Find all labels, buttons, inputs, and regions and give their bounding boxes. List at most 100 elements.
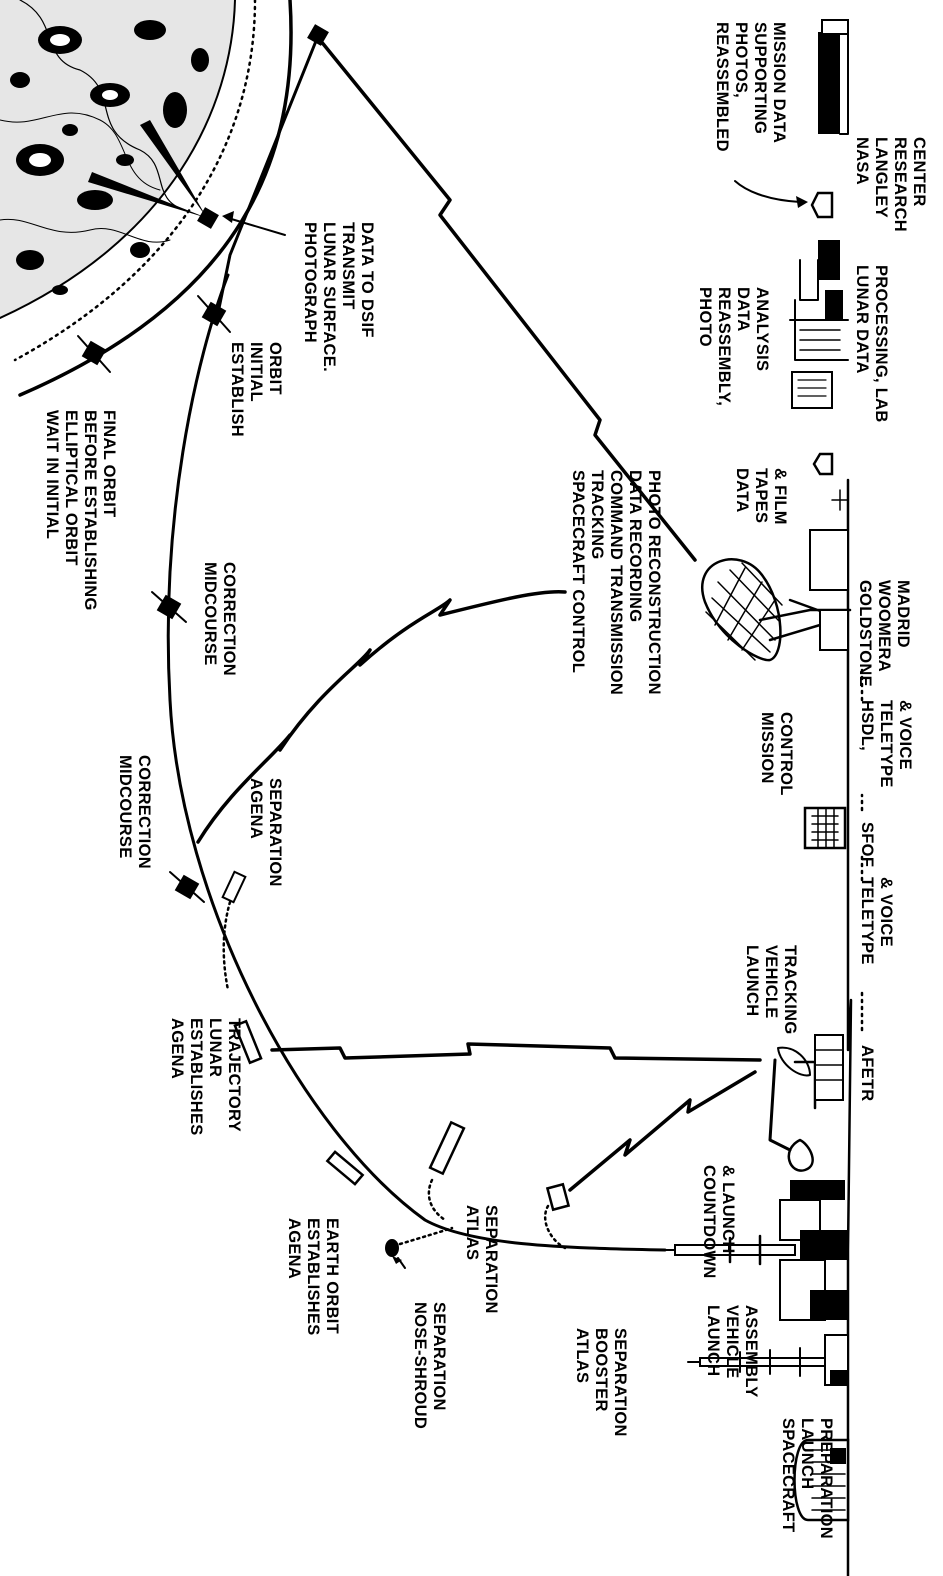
svg-text:LUNAR: LUNAR [206, 1018, 224, 1077]
lunar-trajectory [166, 273, 667, 1252]
svg-text:& FILM: & FILM [771, 468, 789, 525]
svg-text:MADRID: MADRID [894, 580, 912, 648]
svg-text:LUNAR DATA: LUNAR DATA [853, 265, 871, 374]
agena-earth-orbit-stage [325, 1150, 365, 1186]
svg-text:DATA: DATA [734, 287, 752, 332]
label-teletype-voice: TELETYPE & VOICE [858, 877, 895, 965]
svg-text:TRANSMIT: TRANSMIT [339, 222, 357, 310]
label-photo-reassembly: PHOTO REASSEMBLY, DATA ANALYSIS [696, 287, 771, 406]
svg-text:COMMAND TRANSMISSION: COMMAND TRANSMISSION [607, 470, 625, 695]
label-spacecraft-control: SPACECRAFT CONTROL TRACKING COMMAND TRAN… [569, 470, 663, 695]
radio-links [196, 38, 792, 1192]
svg-text:CENTER: CENTER [910, 137, 928, 207]
svg-text:INITIAL: INITIAL [247, 342, 265, 402]
svg-text:RESEARCH: RESEARCH [891, 137, 909, 232]
svg-text:& VOICE: & VOICE [877, 877, 895, 947]
svg-text:SEPARATION: SEPARATION [266, 778, 284, 887]
agena-lunar-stage [233, 1019, 263, 1065]
arrow-photograph [227, 217, 286, 236]
svg-text:PREPARATION: PREPARATION [817, 1418, 835, 1539]
spacecraft-lunar-orbit [197, 207, 219, 229]
svg-text:WOOMERA: WOOMERA [875, 580, 893, 672]
label-data-tapes: DATA TAPES & FILM [733, 468, 789, 525]
svg-text:SUPPORTING: SUPPORTING [751, 22, 769, 134]
svg-text:SEPARATION: SEPARATION [430, 1302, 448, 1411]
svg-text:VEHICLE: VEHICLE [723, 1305, 741, 1379]
svg-text:AFETR: AFETR [858, 1045, 876, 1102]
label-agena-earth: AGENA ESTABLISHES EARTH ORBIT [285, 1218, 341, 1336]
svg-text:LAUNCH: LAUNCH [704, 1305, 722, 1376]
svg-text:COUNTDOWN: COUNTDOWN [700, 1165, 718, 1279]
svg-text:MIDCOURSE: MIDCOURSE [201, 562, 219, 666]
svg-text:PHOTOS,: PHOTOS, [732, 22, 750, 98]
svg-text:CORRECTION: CORRECTION [220, 562, 238, 676]
svg-text:ATLAS: ATLAS [463, 1205, 481, 1260]
label-reassembled: REASSEMBLED PHOTOS, SUPPORTING MISSION D… [713, 22, 788, 152]
final-orbit-dotted [13, 0, 257, 362]
svg-text:ANALYSIS: ANALYSIS [753, 287, 771, 371]
label-atlas-booster: ATLAS BOOSTER SEPARATION [573, 1328, 629, 1437]
label-agena-lunar: AGENA ESTABLISHES LUNAR TRAJECTORY [168, 1018, 243, 1136]
svg-text:SPACECRAFT: SPACECRAFT [779, 1418, 797, 1533]
svg-text:HSDL,: HSDL, [858, 700, 876, 751]
svg-text:MISSION DATA: MISSION DATA [770, 22, 788, 143]
langley-building [818, 19, 849, 135]
agena-spent-stage [221, 870, 247, 992]
svg-text:SPACECRAFT CONTROL: SPACECRAFT CONTROL [569, 470, 587, 673]
spacecraft-midcourse-2 [151, 591, 187, 623]
svg-text:TELETYPE: TELETYPE [858, 877, 876, 965]
svg-text:CONTROL: CONTROL [777, 712, 795, 796]
label-midcourse-1: MIDCOURSE CORRECTION [116, 755, 153, 869]
svg-text:& LAUNCH: & LAUNCH [719, 1165, 737, 1254]
svg-text:DATA TO DSIF: DATA TO DSIF [358, 222, 376, 338]
atlas-spent-stage [427, 1120, 466, 1222]
svg-text:LAUNCH: LAUNCH [798, 1418, 816, 1489]
spacecraft-midcourse-1 [169, 871, 205, 903]
wait-orbit-line-3: BEFORE ESTABLISHING [81, 410, 99, 611]
svg-text:ORBIT: ORBIT [266, 342, 284, 395]
wait-orbit-line-4: FINAL ORBIT [100, 410, 118, 518]
label-stations: GOLDSTONE WOOMERA MADRID [856, 580, 912, 687]
launch-pad [779, 1138, 848, 1321]
label-mission-control: MISSION CONTROL [758, 712, 795, 796]
label-lunar-lab: LUNAR DATA PROCESSING, LAB [853, 265, 890, 423]
label-spacecraft-prep: SPACECRAFT LAUNCH PREPARATION [779, 1418, 835, 1539]
label-sfof: SFOF [858, 822, 876, 867]
spacecraft-initial-orbit [197, 295, 231, 333]
assembly-rocket [687, 1334, 849, 1386]
svg-text:ESTABLISH: ESTABLISH [228, 342, 246, 437]
svg-text:TAPES: TAPES [752, 468, 770, 523]
svg-text:DATA: DATA [733, 468, 751, 513]
label-wait-orbit: WAIT IN INITIAL ELLIPTICAL ORBIT BEFORE … [43, 410, 118, 611]
svg-text:CORRECTION: CORRECTION [135, 755, 153, 869]
wait-orbit-line-1: WAIT IN INITIAL [43, 410, 61, 539]
svg-text:DATA RECORDING: DATA RECORDING [626, 470, 644, 622]
label-afetr: AFETR [858, 1045, 876, 1102]
moon [0, 0, 236, 319]
sfof-building [803, 806, 847, 850]
svg-text:SEPARATION: SEPARATION [482, 1205, 500, 1314]
svg-text:TELETYPE: TELETYPE [877, 700, 895, 788]
svg-text:LUNAR SURFACE.: LUNAR SURFACE. [320, 222, 338, 372]
svg-text:TRAJECTORY: TRAJECTORY [225, 1018, 243, 1132]
wait-orbit-line-2: ELLIPTICAL ORBIT [62, 410, 80, 566]
svg-text:BOOSTER: BOOSTER [592, 1328, 610, 1412]
svg-text:AGENA: AGENA [168, 1018, 186, 1079]
svg-text:MIDCOURSE: MIDCOURSE [116, 755, 134, 859]
spacecraft-data-relay [307, 24, 329, 46]
svg-text:EARTH ORBIT: EARTH ORBIT [323, 1218, 341, 1334]
svg-text:GOLDSTONE: GOLDSTONE [856, 580, 874, 687]
lunar-data-lab [789, 240, 849, 409]
label-nose-shroud: NOSE-SHROUD SEPARATION [411, 1302, 448, 1429]
dsif-antenna [701, 489, 852, 662]
svg-text:PHOTOGRAPH: PHOTOGRAPH [301, 222, 319, 343]
svg-text:ESTABLISHES: ESTABLISHES [187, 1018, 205, 1136]
svg-text:AGENA: AGENA [247, 778, 265, 839]
svg-text:TRACKING: TRACKING [588, 470, 606, 559]
svg-text:LANGLEY: LANGLEY [872, 137, 890, 218]
spacecraft-wait-orbit [77, 335, 111, 373]
svg-text:ASSEMBLY: ASSEMBLY [742, 1305, 760, 1398]
spacecraft-prep-building [793, 1438, 850, 1522]
svg-text:REASSEMBLED: REASSEMBLED [713, 22, 731, 152]
